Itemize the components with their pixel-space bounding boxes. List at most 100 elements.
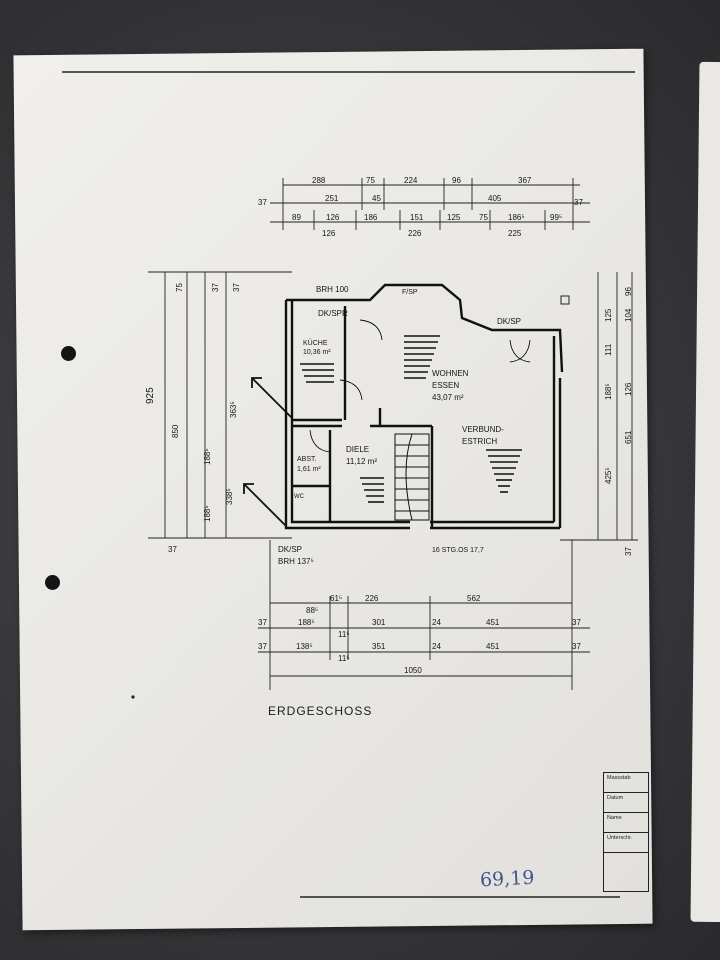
room-hatching <box>300 335 522 503</box>
speck <box>131 695 135 699</box>
room-storage-name: ABST. <box>297 456 317 463</box>
label-dk-sp-bottom: DK/SP <box>278 545 302 554</box>
dim-right-3: 125 <box>604 308 613 322</box>
label-f-sp: F/SP <box>402 289 418 296</box>
dim-top-4: 96 <box>452 176 461 185</box>
room-living-name-2: ESSEN <box>432 381 459 390</box>
dim-bottom3-1: 37 <box>258 642 267 651</box>
dim-bottom3-2: 138⁵ <box>296 642 313 651</box>
dim-right-8: 425⁵ <box>604 467 613 484</box>
room-kitchen-area: 10,36 m² <box>303 349 331 356</box>
punch-hole-bottom <box>45 575 60 590</box>
dim-right-4: 111 <box>604 343 613 356</box>
room-kitchen-name: KÜCHE <box>303 339 328 347</box>
door-swings <box>309 319 531 453</box>
room-hall-area: 11,12 m² <box>346 457 377 466</box>
dim-bottom3-3: 11⁵ <box>338 654 350 663</box>
room-hall-name: DIELE <box>346 445 369 454</box>
dim-bottom2-7: 37 <box>572 618 581 627</box>
dim-top2-5: 37 <box>574 198 583 207</box>
label-stg: 16 STG.OS 17,7 <box>432 547 484 554</box>
dim-top-1: 288 <box>312 176 326 185</box>
dim-bottom2-2: 188⁵ <box>298 618 315 627</box>
dim-bottom3-4: 351 <box>372 642 386 651</box>
dim-bottom2-4: 301 <box>372 618 386 627</box>
dim-bottom1-1: 88⁵ <box>306 606 318 615</box>
dim-bottom2-5: 24 <box>432 618 441 627</box>
label-brh100: BRH 100 <box>316 285 349 294</box>
title-block-name: Name <box>604 813 648 833</box>
dim-right-2: 104 <box>624 308 633 322</box>
room-wc-name: WC <box>294 494 305 500</box>
corner-marker <box>560 295 570 305</box>
label-dk-spr: DK/SPR <box>318 309 348 318</box>
dim-top2-3: 45 <box>372 194 381 203</box>
dim-right-5: 126 <box>624 382 633 396</box>
title-block-scale: Massstab <box>604 773 648 793</box>
dim-top3-5: 125 <box>447 213 461 222</box>
dim-bottom1-4: 562 <box>467 594 481 603</box>
left-dimension-texts: 75 37 37 363⁵ 188⁵ 338⁵ 188⁵ 37 925 850 <box>145 283 241 554</box>
floor-title: ERDGESCHOSS <box>268 704 373 718</box>
dim-top2-2: 251 <box>325 194 339 203</box>
label-brh1375: BRH 137⁵ <box>278 557 314 566</box>
room-screed-name: VERBUND- <box>462 425 504 434</box>
dim-bottom3-6: 451 <box>486 642 500 651</box>
dim-left-5: 188⁵ <box>203 448 212 465</box>
dim-left-4: 363⁵ <box>229 401 238 418</box>
dim-top-5: 367 <box>518 176 532 185</box>
dim-right-9: 37 <box>624 547 633 556</box>
title-block-signature: Unterschr. <box>604 833 648 853</box>
dim-top3-2: 126 <box>326 213 340 222</box>
punch-hole-top <box>61 346 76 361</box>
dim-bottom2-1: 37 <box>258 618 267 627</box>
dim-bottom2-6: 451 <box>486 618 500 627</box>
bottom-dimension-lines <box>258 540 590 690</box>
dim-bottom1-3: 226 <box>365 594 379 603</box>
room-screed-name-2: ESTRICH <box>462 437 497 446</box>
dim-bottom2-3: 11⁵ <box>338 630 350 639</box>
room-labels: BRH 100 DK/SPR F/SP DK/SP KÜCHE 10,36 m²… <box>278 285 521 566</box>
title-block: Massstab Datum Name Unterschr. <box>603 772 649 892</box>
right-dimension-texts: 96 104 125 111 126 188⁵ 651 425⁵ 37 <box>604 287 633 556</box>
dim-top3-1: 89 <box>292 213 301 222</box>
dim-top3-3: 186 <box>364 213 378 222</box>
right-dimension-lines <box>560 272 638 541</box>
bottom-dimension-texts: 88⁵ 61⁵ 226 562 37 188⁵ 11⁵ 301 24 451 3… <box>258 594 581 675</box>
dim-top4-1: 126 <box>322 229 336 238</box>
room-living-name: WOHNEN <box>432 369 469 378</box>
dim-left-7: 188⁵ <box>203 505 212 522</box>
entry-arrows <box>243 377 293 527</box>
dim-top3-8: 99⁵ <box>550 213 562 222</box>
dim-top3-6: 75 <box>479 213 488 222</box>
label-dk-sp-right: DK/SP <box>497 317 521 326</box>
room-storage-area: 1,61 m² <box>297 466 321 473</box>
dim-bottom3-5: 24 <box>432 642 441 651</box>
handwritten-area-note: 69,19 <box>479 866 535 892</box>
dim-top-2: 75 <box>366 176 375 185</box>
dim-top4-2: 226 <box>408 229 422 238</box>
top-dimension-lines <box>270 178 590 230</box>
walls <box>284 283 564 530</box>
dim-left-3: 37 <box>232 283 241 292</box>
dim-top-3: 224 <box>404 176 418 185</box>
dim-top3-4: 151 <box>410 213 424 222</box>
dim-right-7: 651 <box>624 430 633 444</box>
dim-top3-7: 186⁵ <box>508 213 525 222</box>
dim-left-2: 37 <box>211 283 220 292</box>
dim-left-850: 850 <box>171 424 180 438</box>
left-dimension-lines <box>148 271 292 539</box>
dim-top2-1: 37 <box>258 198 267 207</box>
dim-left-total: 925 <box>145 387 156 404</box>
title-block-date: Datum <box>604 793 648 813</box>
top-dimension-texts: 288 75 224 96 367 37 251 45 405 37 89 12… <box>258 176 583 238</box>
dim-left-1: 75 <box>175 283 184 292</box>
dim-bottom3-7: 37 <box>572 642 581 651</box>
dim-bottom-total: 1050 <box>404 666 422 675</box>
dim-bottom1-2: 61⁵ <box>330 594 342 603</box>
dim-left-6: 338⁵ <box>225 488 234 505</box>
dim-left-8: 37 <box>168 545 177 554</box>
dim-top2-4: 405 <box>488 194 502 203</box>
dim-top4-3: 225 <box>508 229 522 238</box>
